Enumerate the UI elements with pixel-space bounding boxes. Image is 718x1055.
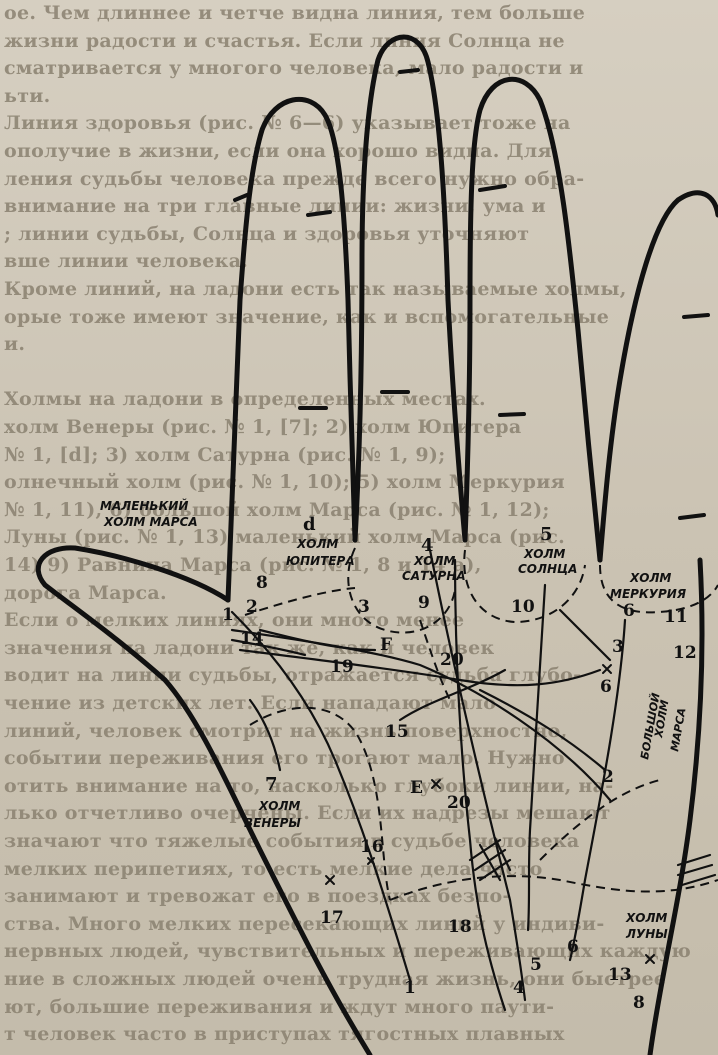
num-8-a: 8 xyxy=(256,573,268,593)
label-venus-2: ВЕНЕРЫ xyxy=(244,816,301,830)
cross-marks xyxy=(326,665,654,963)
label-small-mars-2: ХОЛМ МАРСА xyxy=(103,515,198,529)
label-mercury-1: ХОЛМ xyxy=(629,571,671,585)
label-sun-1: ХОЛМ xyxy=(523,547,565,561)
label-jupiter-2: ЮПИТЕРА xyxy=(286,554,355,568)
letter-f: F xyxy=(380,635,392,655)
num-16: 16 xyxy=(360,837,384,857)
label-saturn-num: 4 xyxy=(421,535,434,556)
label-moon-1: ХОЛМ xyxy=(625,911,667,925)
label-moon-2: ЛУНЫ xyxy=(625,927,668,941)
hand-outline xyxy=(38,37,718,1055)
label-saturn-1: ХОЛМ xyxy=(413,554,455,568)
letter-e: E xyxy=(410,778,423,798)
mount-labels: МАЛЕНЬКИЙ ХОЛМ МАРСА d ХОЛМ ЮПИТЕРА 4 ХО… xyxy=(100,498,689,941)
num-6-a: 6 xyxy=(623,601,635,621)
label-jupiter-letter: d xyxy=(303,514,316,535)
num-8-b: 8 xyxy=(633,993,645,1013)
label-venus-num: 7 xyxy=(265,774,278,795)
num-10: 10 xyxy=(511,597,535,617)
num-13: 13 xyxy=(608,965,632,985)
num-12: 12 xyxy=(673,643,697,663)
num-18: 18 xyxy=(448,917,472,937)
num-5: 5 xyxy=(530,955,542,975)
num-19: 19 xyxy=(330,657,354,677)
label-mercury-2: МЕРКУРИЯ xyxy=(610,587,686,601)
num-15: 15 xyxy=(385,722,409,742)
label-venus-1: ХОЛМ xyxy=(258,799,300,813)
num-2-b: 2 xyxy=(602,767,614,787)
num-1-b: 1 xyxy=(404,978,416,998)
num-2-a: 2 xyxy=(246,597,258,617)
num-6-b: 6 xyxy=(600,677,612,697)
num-1-a: 1 xyxy=(222,605,234,625)
num-4: 4 xyxy=(513,978,525,998)
num-20-a: 20 xyxy=(440,650,464,670)
num-9: 9 xyxy=(418,593,430,613)
num-6-c: 6 xyxy=(567,937,579,957)
num-17: 17 xyxy=(320,908,344,928)
label-small-mars-1: МАЛЕНЬКИЙ xyxy=(100,498,188,513)
num-20-b: 20 xyxy=(447,793,471,813)
num-11: 11 xyxy=(664,607,688,627)
label-saturn-2: САТУРНА xyxy=(402,569,466,583)
label-great-mars-3: МАРСА xyxy=(668,707,688,753)
label-jupiter-1: ХОЛМ xyxy=(296,537,338,551)
num-3-a: 3 xyxy=(358,597,370,617)
num-14: 14 xyxy=(240,629,264,649)
label-sun-num: 5 xyxy=(540,524,553,545)
label-sun-2: СОЛНЦА xyxy=(518,562,577,576)
num-3-b: 3 xyxy=(612,637,624,657)
